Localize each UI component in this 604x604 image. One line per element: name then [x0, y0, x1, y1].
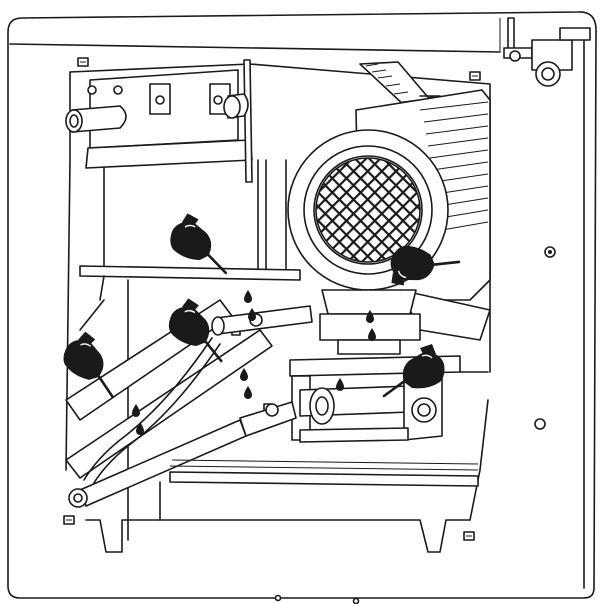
drive-chain [83, 337, 221, 487]
oil-drop-icon [240, 368, 252, 399]
lower-roller-assembly [289, 355, 489, 443]
oil-can-icon [164, 209, 237, 275]
machine-housing [7, 11, 597, 604]
upper-shelf [65, 59, 287, 273]
side-panel-holes [534, 246, 556, 430]
hinge-bracket [503, 17, 591, 87]
lower-strut [68, 401, 297, 508]
middle-shelf [79, 265, 301, 541]
oil-drop-icon [336, 378, 344, 391]
motor-assembly [287, 89, 491, 355]
bottom-tray [159, 459, 479, 521]
